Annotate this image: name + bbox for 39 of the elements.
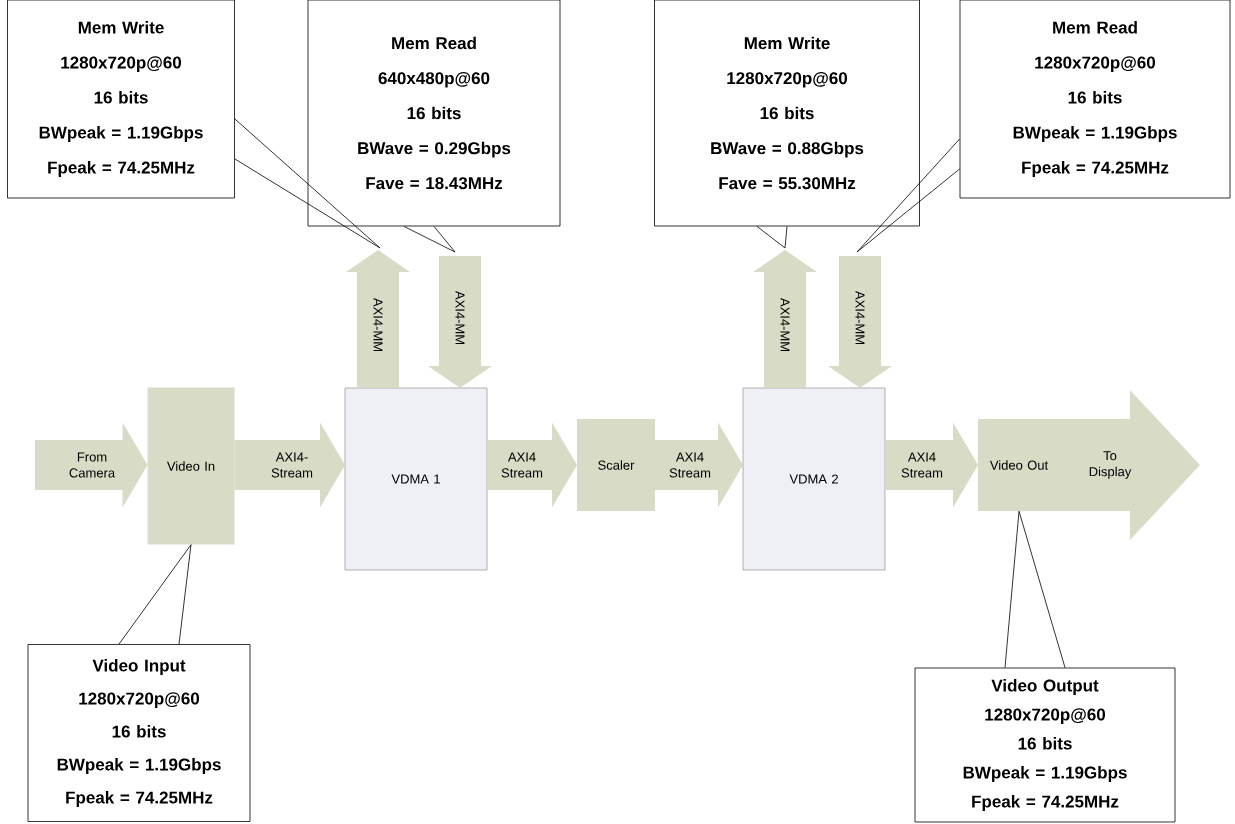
node-label: Video Out [989, 460, 1049, 470]
leader-line [403, 226, 456, 253]
arrow-label: AXI4-MM [855, 290, 865, 344]
callout-box: Mem Read 1280x720p@60 16 bits BWpeak = 1.19Gbps Fpeak = 74.25MHz [959, 0, 1231, 199]
block-arrow [885, 422, 978, 508]
callout-box: Video Output 1280x720p@60 16 bits BWpeak = 1.19Gbps Fpeak = 74.25MHz [914, 667, 1176, 823]
leader-line [1004, 510, 1066, 668]
block-arrow [655, 422, 743, 508]
process-block: Video Out [978, 419, 1060, 511]
leader-line [234, 118, 381, 249]
leader-line [856, 138, 960, 253]
block-arrow [1060, 390, 1200, 540]
block-arrow [428, 256, 492, 388]
leader-line [118, 544, 192, 645]
arrow-label: To Display [1089, 451, 1132, 479]
node-label: Scaler [598, 460, 635, 470]
block-arrow [234, 422, 345, 508]
vdma-block: VDMA 2 [742, 387, 886, 571]
block-arrow [35, 422, 148, 508]
arrow-label: AXI4 Stream [669, 452, 711, 478]
vdma-block: VDMA 1 [344, 387, 488, 571]
arrow-label: AXI4 Stream [901, 452, 943, 478]
callout-box: Mem Read 640x480p@60 16 bits BWave = 0.29Gbps Fave = 18.43MHz [307, 0, 561, 227]
callout-box: Mem Write 1280x720p@60 16 bits BWave = 0.88Gbps Fave = 55.30MHz [654, 0, 920, 227]
block-arrow [828, 256, 892, 388]
arrow-label: AXI4 Stream [501, 452, 543, 478]
arrow-label: From Camera [69, 452, 116, 478]
arrow-label: AXI4-MM [780, 297, 790, 351]
block-arrow [346, 250, 410, 388]
arrow-label: AXI4-MM [373, 297, 383, 351]
process-block: Scaler [577, 419, 655, 511]
callout-box: Video Input 1280x720p@60 16 bits BWpeak = 1.19Gbps Fpeak = 74.25MHz [27, 644, 251, 822]
leader-line [756, 226, 788, 249]
process-block: Video In [147, 387, 235, 545]
block-arrow [753, 250, 817, 388]
block-arrow [487, 422, 577, 508]
arrow-label: AXI4-Stream [271, 452, 313, 478]
callout-box: Mem Write 1280x720p@60 16 bits BWpeak = 1.19Gbps Fpeak = 74.25MHz [7, 0, 235, 199]
arrow-label: AXI4-MM [455, 290, 465, 344]
